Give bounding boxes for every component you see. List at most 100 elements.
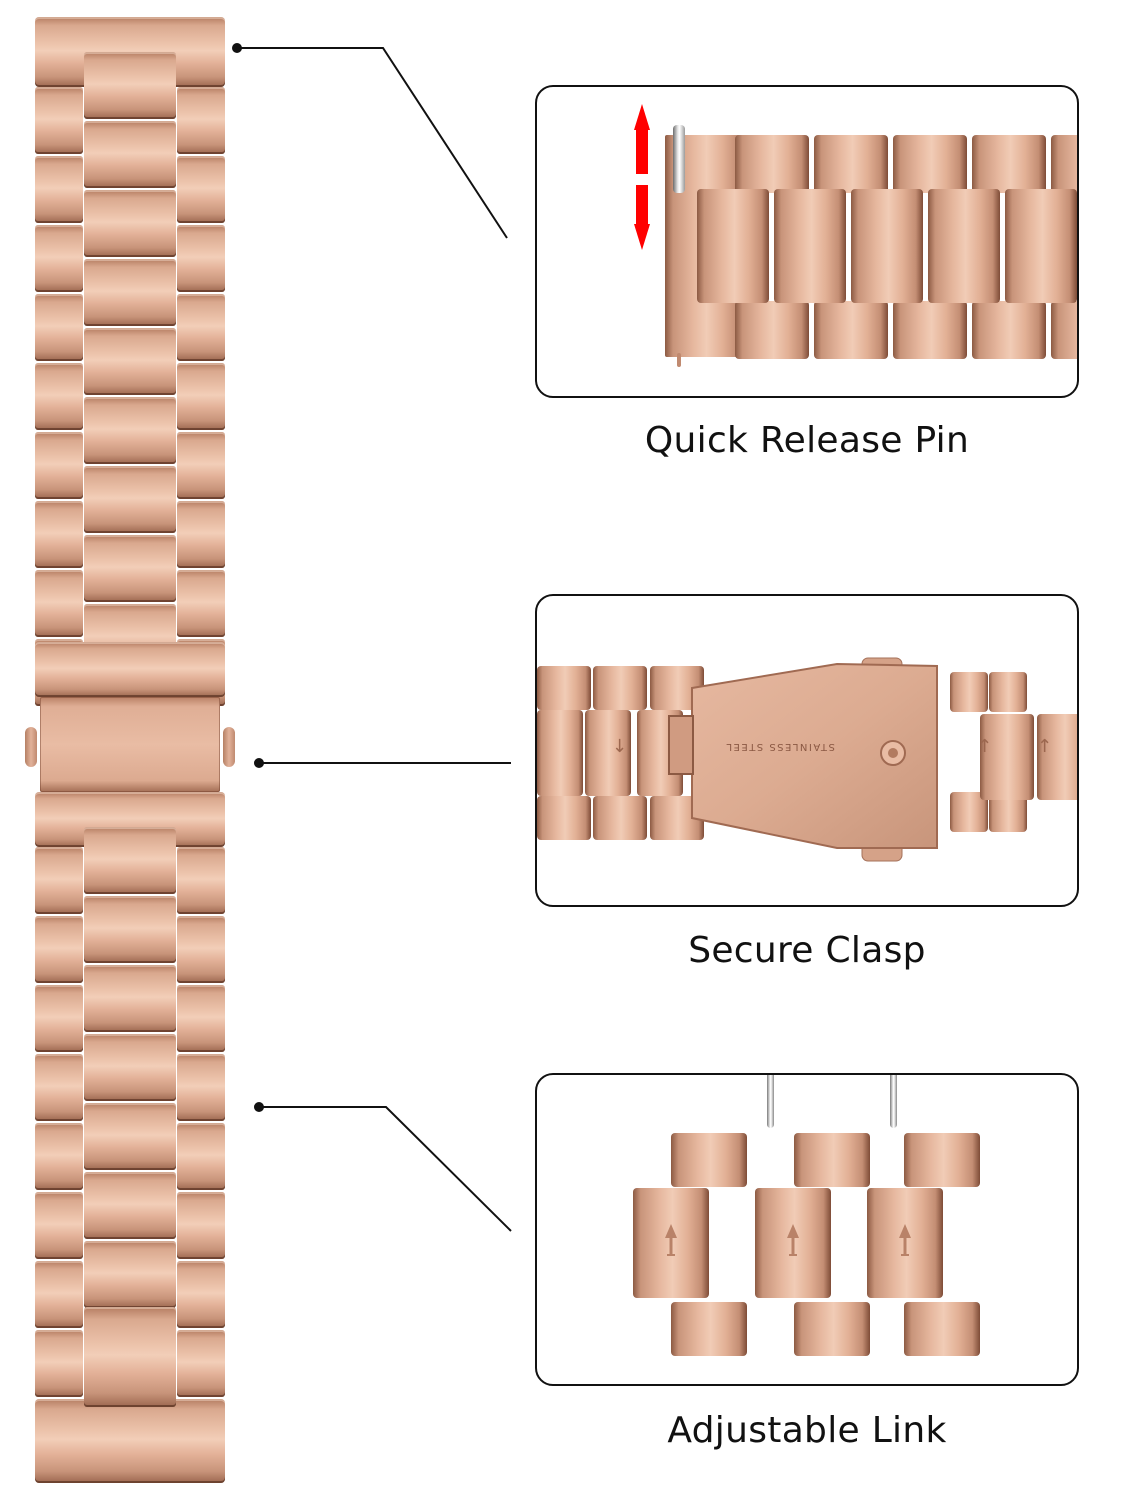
outer-link bbox=[972, 135, 1046, 193]
outer-link bbox=[671, 1302, 747, 1356]
outer-link bbox=[735, 135, 809, 193]
outer-link bbox=[904, 1302, 980, 1356]
outer-link bbox=[814, 135, 888, 193]
center-link bbox=[1005, 189, 1077, 303]
clasp-cover bbox=[40, 697, 220, 792]
link-pin bbox=[890, 1075, 897, 1128]
outer-link bbox=[35, 1261, 83, 1328]
outer-link bbox=[35, 847, 83, 914]
center-link bbox=[867, 1188, 943, 1298]
outer-link bbox=[35, 363, 83, 430]
outer-link bbox=[537, 666, 591, 710]
clasp-release-button bbox=[223, 727, 235, 767]
outer-link bbox=[35, 87, 83, 154]
outer-link bbox=[593, 666, 647, 710]
outer-link bbox=[593, 796, 647, 840]
center-link bbox=[774, 189, 846, 303]
outer-link bbox=[35, 1123, 83, 1190]
outer-link bbox=[893, 301, 967, 359]
callout-secure-clasp-line bbox=[254, 758, 511, 768]
center-link bbox=[84, 397, 176, 464]
center-link bbox=[84, 1307, 176, 1407]
outer-link bbox=[35, 916, 83, 983]
outer-link bbox=[814, 301, 888, 359]
center-link bbox=[84, 259, 176, 326]
center-link bbox=[84, 328, 176, 395]
center-link bbox=[1037, 714, 1077, 800]
outer-link bbox=[177, 1330, 225, 1397]
outer-link bbox=[35, 156, 83, 223]
outer-link bbox=[177, 87, 225, 154]
center-link bbox=[84, 827, 176, 894]
outer-link bbox=[972, 301, 1046, 359]
center-link bbox=[84, 52, 176, 119]
outer-link bbox=[177, 156, 225, 223]
outer-link bbox=[35, 1330, 83, 1397]
outer-link bbox=[35, 294, 83, 361]
outer-link bbox=[177, 225, 225, 292]
up-arrow-icon: ↑ bbox=[977, 736, 993, 757]
caption-adjustable-link: Adjustable Link bbox=[667, 1410, 947, 1451]
outer-link bbox=[35, 225, 83, 292]
up-arrow-icon bbox=[786, 1224, 800, 1260]
outer-link bbox=[35, 985, 83, 1052]
clasp-engraving: STAINLESS STEEL bbox=[725, 741, 835, 752]
center-link bbox=[633, 1188, 709, 1298]
outer-link bbox=[177, 1192, 225, 1259]
outer-link bbox=[177, 1261, 225, 1328]
caption-secure-clasp: Secure Clasp bbox=[688, 930, 926, 971]
center-link bbox=[84, 535, 176, 602]
outer-link bbox=[35, 432, 83, 499]
outer-link bbox=[177, 985, 225, 1052]
outer-link bbox=[893, 135, 967, 193]
center-link bbox=[84, 190, 176, 257]
outer-link bbox=[735, 301, 809, 359]
clasp-plate bbox=[668, 657, 938, 862]
spring-bar-tip bbox=[677, 353, 681, 367]
center-link bbox=[84, 896, 176, 963]
outer-link bbox=[904, 1133, 980, 1187]
center-link bbox=[84, 1241, 176, 1308]
center-link bbox=[84, 1103, 176, 1170]
caption-quick-release-pin: Quick Release Pin bbox=[644, 420, 970, 461]
outer-link bbox=[35, 1192, 83, 1259]
up-arrow-icon bbox=[664, 1224, 678, 1260]
clasp-bridge-top bbox=[35, 642, 225, 697]
outer-link bbox=[177, 294, 225, 361]
outer-link bbox=[177, 916, 225, 983]
clasp-release-button bbox=[25, 727, 37, 767]
center-link bbox=[697, 189, 769, 303]
outer-link bbox=[989, 672, 1027, 712]
center-link bbox=[851, 189, 923, 303]
quick-release-pin-panel bbox=[535, 85, 1079, 398]
outer-link bbox=[35, 570, 83, 637]
center-link bbox=[585, 710, 631, 796]
band-end-piece-bottom bbox=[35, 1399, 225, 1483]
outer-link bbox=[177, 1123, 225, 1190]
center-link bbox=[928, 189, 1000, 303]
outer-link bbox=[794, 1302, 870, 1356]
center-link bbox=[84, 1034, 176, 1101]
outer-link bbox=[177, 501, 225, 568]
outer-link bbox=[671, 1133, 747, 1187]
outer-link bbox=[177, 432, 225, 499]
secure-clasp-panel: ↓↑↑ STAINLESS STEEL bbox=[535, 594, 1079, 907]
callout-quick-release-pin-line bbox=[232, 43, 508, 239]
outer-link bbox=[1051, 301, 1077, 359]
up-arrow-icon: ↑ bbox=[1037, 736, 1053, 757]
callout-adjustable-link-line bbox=[254, 1102, 512, 1232]
center-link bbox=[84, 121, 176, 188]
outer-link bbox=[177, 1054, 225, 1121]
outer-link bbox=[950, 672, 988, 712]
outer-link bbox=[177, 570, 225, 637]
center-link bbox=[755, 1188, 831, 1298]
center-link bbox=[84, 1172, 176, 1239]
outer-link bbox=[35, 501, 83, 568]
adjustable-link-panel bbox=[535, 1073, 1079, 1386]
link-pin bbox=[767, 1075, 774, 1128]
center-link bbox=[84, 466, 176, 533]
watch-band bbox=[25, 17, 235, 1483]
outer-link bbox=[35, 1054, 83, 1121]
quick-release-pin bbox=[673, 125, 685, 193]
outer-link bbox=[537, 796, 591, 840]
